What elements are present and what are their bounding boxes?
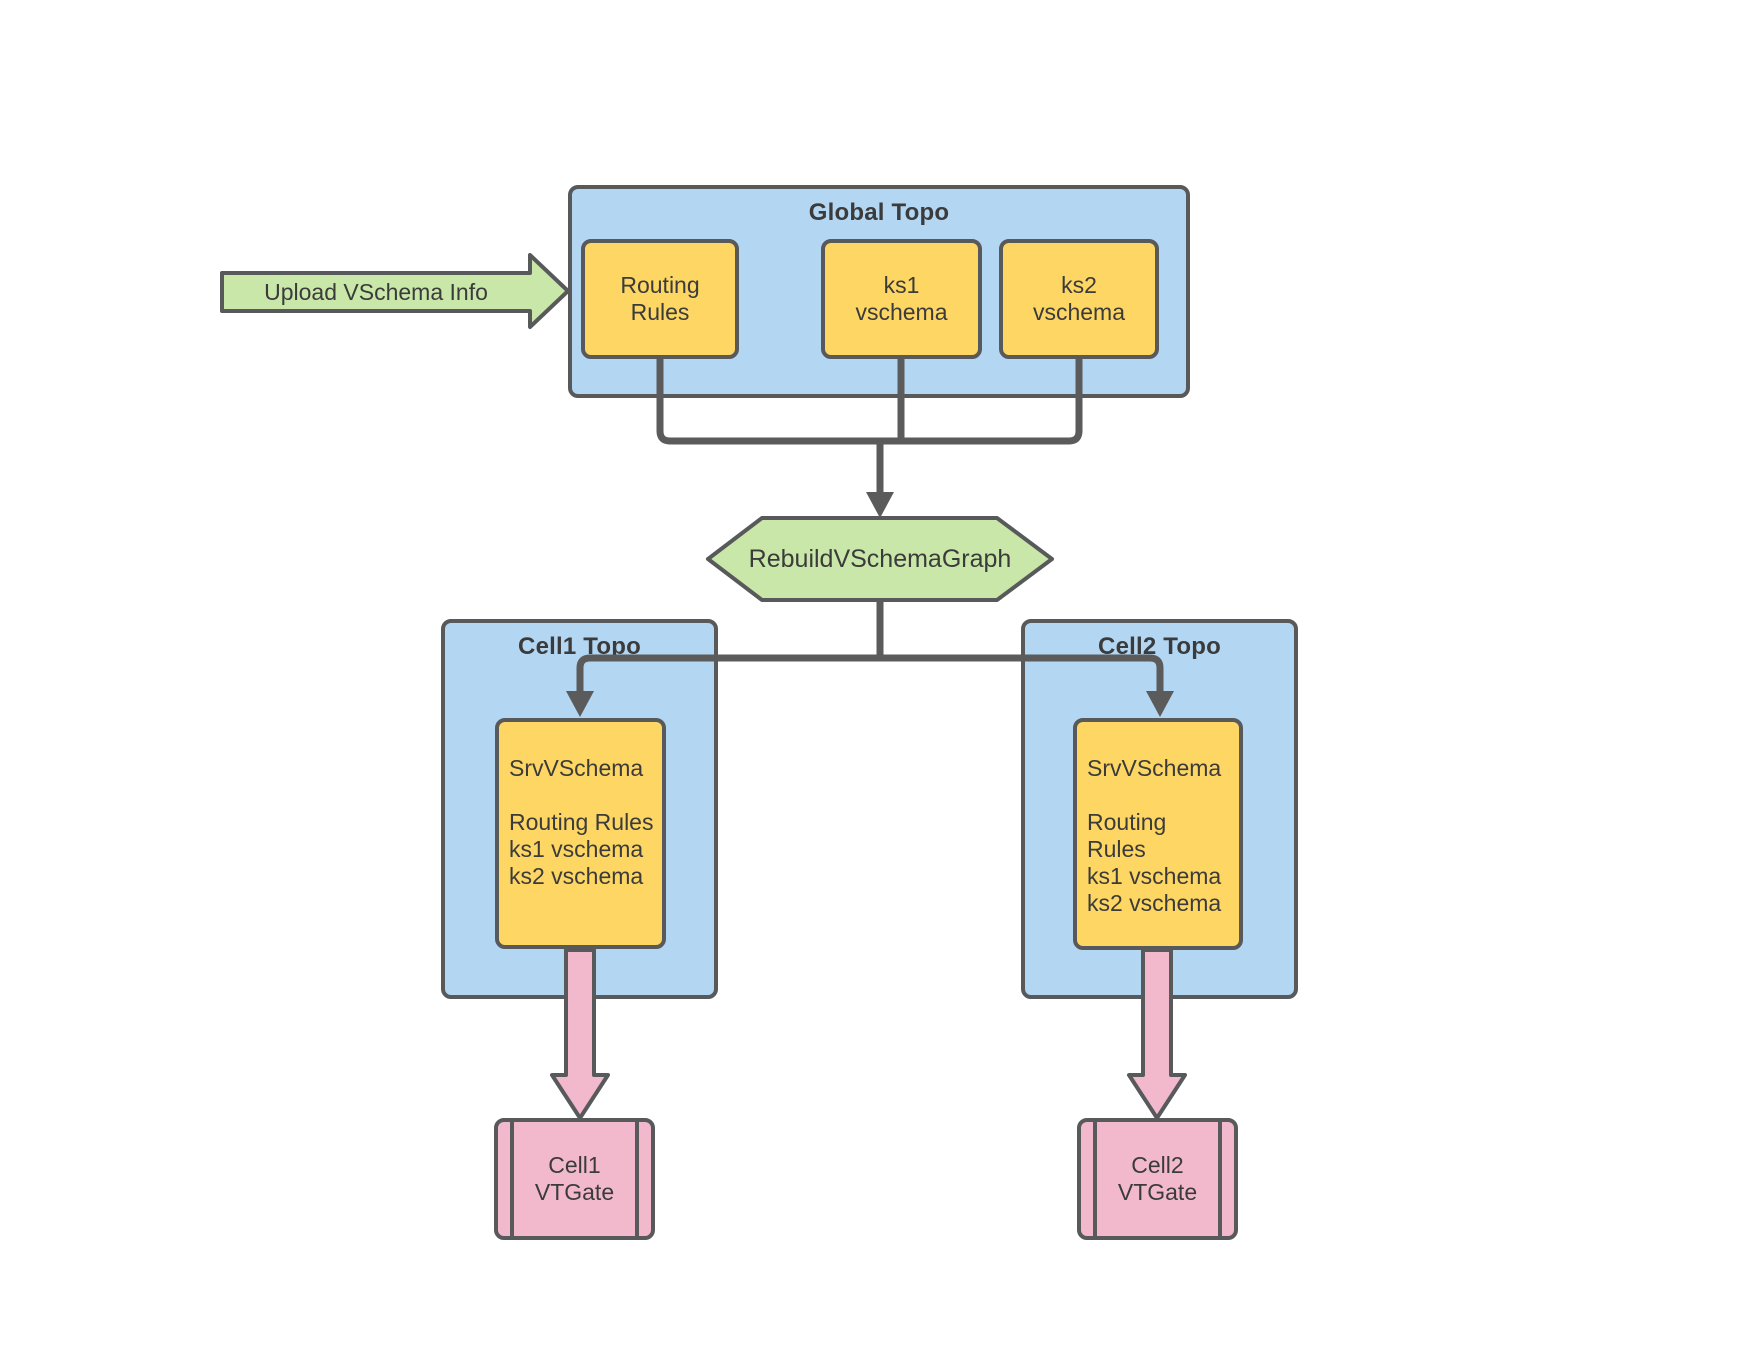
cell1-vtgate-box: Cell1 VTGate [494, 1118, 655, 1240]
cell2-srv-line4: ks2 vschema [1087, 890, 1222, 916]
node-routing-rules-line2: Rules [630, 299, 690, 325]
cell1-vtgate-arrow [550, 948, 610, 1120]
cell2-vtgate-line1: Cell2 [1131, 1152, 1184, 1178]
cell2-srv-line3: ks1 vschema [1087, 863, 1222, 889]
cell2-vtgate-bar-left [1093, 1122, 1097, 1236]
cell2-srv-gap [1087, 782, 1231, 809]
cell2-vtgate-box: Cell2 VTGate [1077, 1118, 1238, 1240]
cell1-srv-line2: Routing Rules [509, 809, 654, 835]
node-ks2-line2: vschema [1032, 299, 1126, 325]
cell2-srv-line1: SrvVSchema [1087, 755, 1222, 781]
node-routing-rules-line1: Routing [620, 272, 700, 298]
cell2-vtgate-line2: VTGate [1117, 1179, 1198, 1205]
cell1-vtgate-line2: VTGate [534, 1179, 615, 1205]
upload-vschema-arrow-label: Upload VSchema Info [264, 278, 488, 305]
cell1-srv-line1: SrvVSchema [509, 755, 644, 781]
global-topo-title: Global Topo [808, 199, 950, 226]
node-cell1-srvvschema: SrvVSchema Routing Rules ks1 vschema ks2… [495, 718, 666, 949]
cell2-srv-line2: Routing Rules [1087, 809, 1167, 862]
cell2-vtgate-arrow [1127, 948, 1187, 1120]
cell1-vtgate-bar-left [510, 1122, 514, 1236]
node-ks2-line1: ks2 [1061, 272, 1097, 298]
cell1-srv-gap [509, 782, 654, 809]
node-cell2-srvvschema: SrvVSchema Routing Rules ks1 vschema ks2… [1073, 718, 1243, 950]
node-routing-rules: Routing Rules [581, 239, 739, 359]
cell1-srv-line4: ks2 vschema [509, 863, 644, 889]
cell2-vtgate-bar-right [1218, 1122, 1222, 1236]
node-ks1-line1: ks1 [883, 272, 920, 298]
cell1-vtgate-line1: Cell1 [548, 1152, 601, 1178]
upload-vschema-arrow [220, 253, 570, 329]
node-ks1-vschema: ks1 vschema [821, 239, 982, 359]
cell1-vtgate-bar-right [635, 1122, 639, 1236]
cell1-srv-line3: ks1 vschema [509, 836, 644, 862]
node-ks2-vschema: ks2 vschema [999, 239, 1159, 359]
rebuild-vschema-hexagon [706, 516, 1054, 602]
node-ks1-line2: vschema [855, 299, 948, 325]
